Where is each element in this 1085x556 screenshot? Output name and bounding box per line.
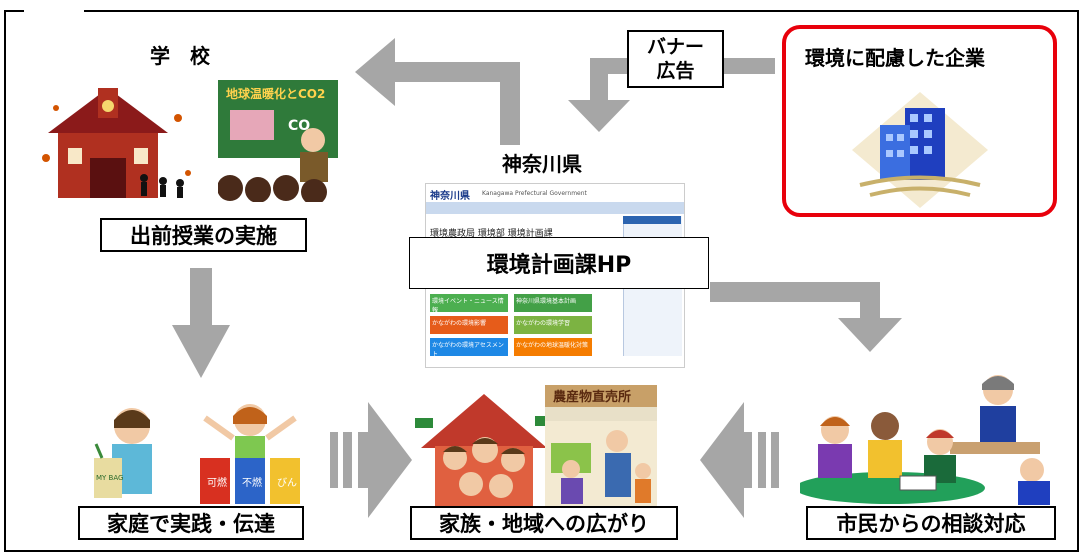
arrow-hp-right (710, 282, 880, 302)
shop-sign: 農産物直売所 (553, 389, 631, 405)
website-header-en: Kanagawa Prefectural Government (482, 190, 587, 197)
arrow-to-community-left (700, 402, 752, 518)
home-caption: 家庭で実践・伝達 (78, 506, 304, 540)
banner-line2: 広告 (656, 60, 695, 82)
family-house-illustration (415, 394, 553, 506)
arrow-home-bar2 (343, 432, 352, 488)
farm-shop-illustration: 農産物直売所 (545, 385, 657, 509)
tile-4[interactable]: かながわの環境学習 (514, 316, 592, 334)
classroom-illustration: 地球温暖化とCO2 CO (218, 80, 346, 202)
diagram-frame (4, 6, 1079, 552)
community-caption: 家族・地域への広がり (410, 506, 678, 540)
company-building-illustration (852, 92, 988, 208)
bag-text: MY BAG (96, 474, 123, 482)
bin-2: 不燃 (242, 476, 262, 489)
arrow-to-citizens (838, 318, 902, 352)
arrow-school-down (172, 268, 230, 378)
home-shopper-illustration: MY BAG (82, 398, 182, 508)
citizens-consultation-illustration (800, 372, 1056, 505)
company-title: 環境に配慮した企業 (805, 46, 985, 70)
website-nav (426, 202, 684, 214)
arrow-to-school (355, 38, 520, 106)
tile-2[interactable]: 神奈川県環境基本計画 (514, 294, 592, 312)
banner-box: バナー 広告 (627, 30, 724, 88)
banner-line1: バナー (646, 36, 704, 58)
board-text: 地球温暖化とCO2 (226, 86, 325, 101)
tile-1[interactable]: 環境イベント・ニュース情報 (430, 294, 508, 314)
website-header: 神奈川県 (430, 191, 470, 202)
bin-3: びん (277, 477, 297, 489)
home-recycling-illustration: 可燃 不燃 びん (200, 404, 300, 504)
arrow-cit-bar1 (758, 432, 766, 488)
arrow-home-bar1 (330, 432, 338, 488)
school-caption: 出前授業の実施 (100, 218, 307, 252)
website-sidebar-head (623, 216, 681, 224)
bin-1: 可燃 (207, 476, 227, 489)
tile-5[interactable]: かながわの環境アセスメント (430, 338, 508, 358)
arrow-to-pref (568, 100, 630, 132)
tile-3[interactable]: かながわの環境影響 (430, 316, 508, 334)
school-title: 学 校 (150, 44, 210, 68)
frame-gap (24, 6, 84, 22)
arrow-cit-bar2 (771, 432, 779, 488)
tile-6[interactable]: かながわの地球温暖化対策 (514, 338, 592, 356)
board-sub: CO (288, 118, 310, 134)
hp-label: 環境計画課HP (409, 237, 709, 289)
arrow-to-community (358, 402, 412, 518)
citizens-caption: 市民からの相談対応 (806, 506, 1056, 540)
website-breadcrumb: 環境農政局 環境部 環境計画課 (430, 229, 553, 239)
arrow-citizens-v (860, 282, 880, 320)
arrow-banner-v (590, 58, 608, 100)
arrow-hp-up (500, 62, 520, 145)
pref-title: 神奈川県 (502, 152, 582, 176)
school-building-illustration (42, 88, 191, 198)
